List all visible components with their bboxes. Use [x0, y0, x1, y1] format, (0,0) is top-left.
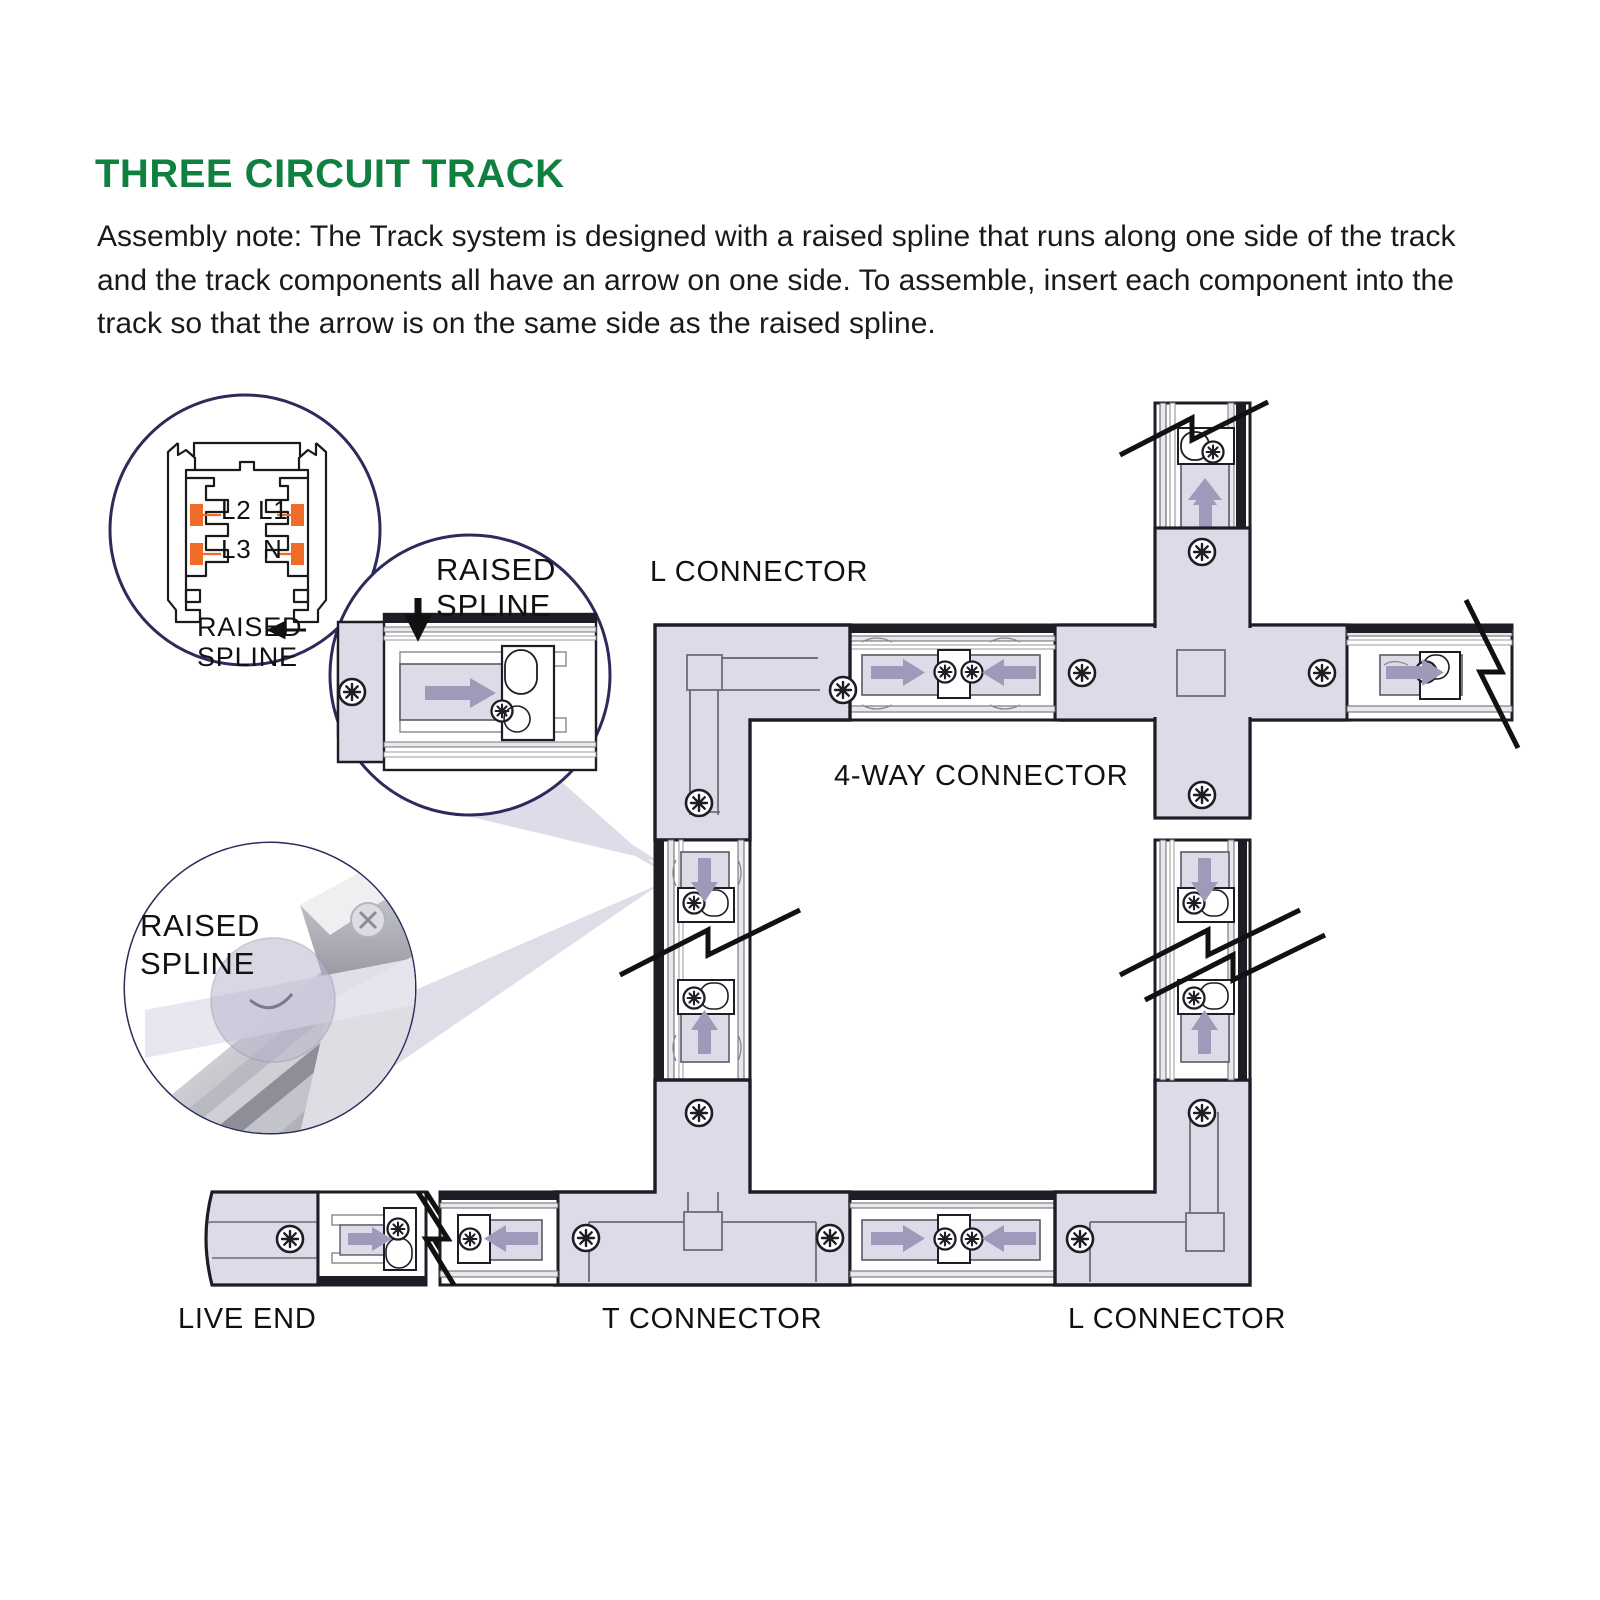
track-segment-bottom-horizontal [848, 1190, 1057, 1287]
conductor-label-n: N [263, 534, 283, 564]
l-connector-top-left [653, 623, 858, 842]
page-title: THREE CIRCUIT TRACK [95, 152, 565, 196]
label-live-end: LIVE END [178, 1303, 317, 1335]
track-segment-left-vertical [618, 838, 802, 1082]
track-segment-bottom-left [415, 1190, 560, 1287]
track-segment-top-horizontal [848, 623, 1057, 722]
label-four-way-connector: 4-WAY CONNECTOR [834, 760, 1129, 792]
track-detail-spline-label-line1: RAISED [436, 552, 557, 587]
cross-section-spline-label: RAISED SPLINE [197, 612, 303, 673]
t-connector [553, 1078, 852, 1287]
photo-spline-label-line2: SPLINE [140, 946, 256, 981]
label-t-connector: T CONNECTOR [602, 1303, 823, 1335]
assembly-note: Assembly note: The Track system is desig… [97, 220, 1456, 340]
photo-spline-label-line1: RAISED [140, 908, 261, 943]
track-segment-right-vertical [1118, 838, 1327, 1082]
callout-track-detail [328, 533, 612, 817]
track-detail-spline-label-line2: SPLINE [436, 588, 552, 623]
four-way-connector [1053, 526, 1352, 820]
conductor-label-l3: L3 [221, 534, 252, 564]
track-layout [204, 399, 1521, 1287]
conductor-label-l1: L1 [258, 495, 289, 525]
callout-photo-detail [123, 841, 417, 1135]
label-l-connector-top: L CONNECTOR [650, 556, 869, 588]
callout-cross-section [108, 393, 382, 667]
label-l-connector-bottom: L CONNECTOR [1068, 1303, 1287, 1335]
track-segment-right [1345, 598, 1521, 750]
l-connector-bottom-right [1053, 1078, 1252, 1287]
track-segment-top-vertical [1118, 399, 1270, 627]
conductor-label-l2: L2 [221, 495, 252, 525]
